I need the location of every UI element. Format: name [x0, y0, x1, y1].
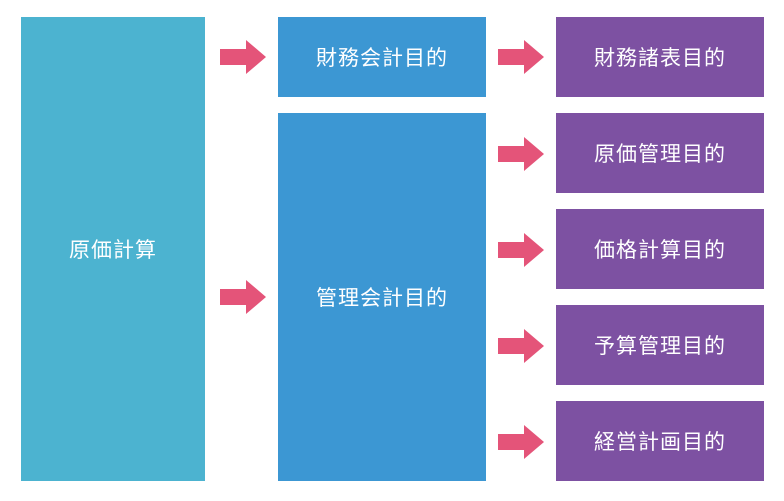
leaf-box-business-planning: 経営計画目的	[556, 401, 764, 481]
middle-label-financial: 財務会計目的	[316, 46, 448, 70]
arrow-root-to-management-icon	[220, 280, 266, 314]
leaf-label-3: 価格計算目的	[594, 238, 726, 262]
middle-box-management: 管理会計目的	[278, 113, 486, 481]
arrow-to-leaf-5-icon	[498, 425, 544, 459]
leaf-box-cost-management: 原価管理目的	[556, 113, 764, 193]
middle-label-management: 管理会計目的	[316, 286, 448, 310]
leaf-box-budget-management: 予算管理目的	[556, 305, 764, 385]
arrow-to-leaf-1-icon	[498, 40, 544, 74]
arrow-to-leaf-3-icon	[498, 233, 544, 267]
leaf-label-2: 原価管理目的	[594, 142, 726, 166]
arrow-to-leaf-4-icon	[498, 329, 544, 363]
root-label: 原価計算	[69, 238, 157, 262]
leaf-box-price-calculation: 価格計算目的	[556, 209, 764, 289]
root-box: 原価計算	[21, 17, 205, 481]
leaf-label-1: 財務諸表目的	[594, 46, 726, 70]
leaf-label-5: 経営計画目的	[594, 430, 726, 454]
leaf-box-financial-statements: 財務諸表目的	[556, 17, 764, 97]
arrow-root-to-financial-icon	[220, 40, 266, 74]
middle-box-financial: 財務会計目的	[278, 17, 486, 97]
arrow-to-leaf-2-icon	[498, 137, 544, 171]
leaf-label-4: 予算管理目的	[594, 334, 726, 358]
